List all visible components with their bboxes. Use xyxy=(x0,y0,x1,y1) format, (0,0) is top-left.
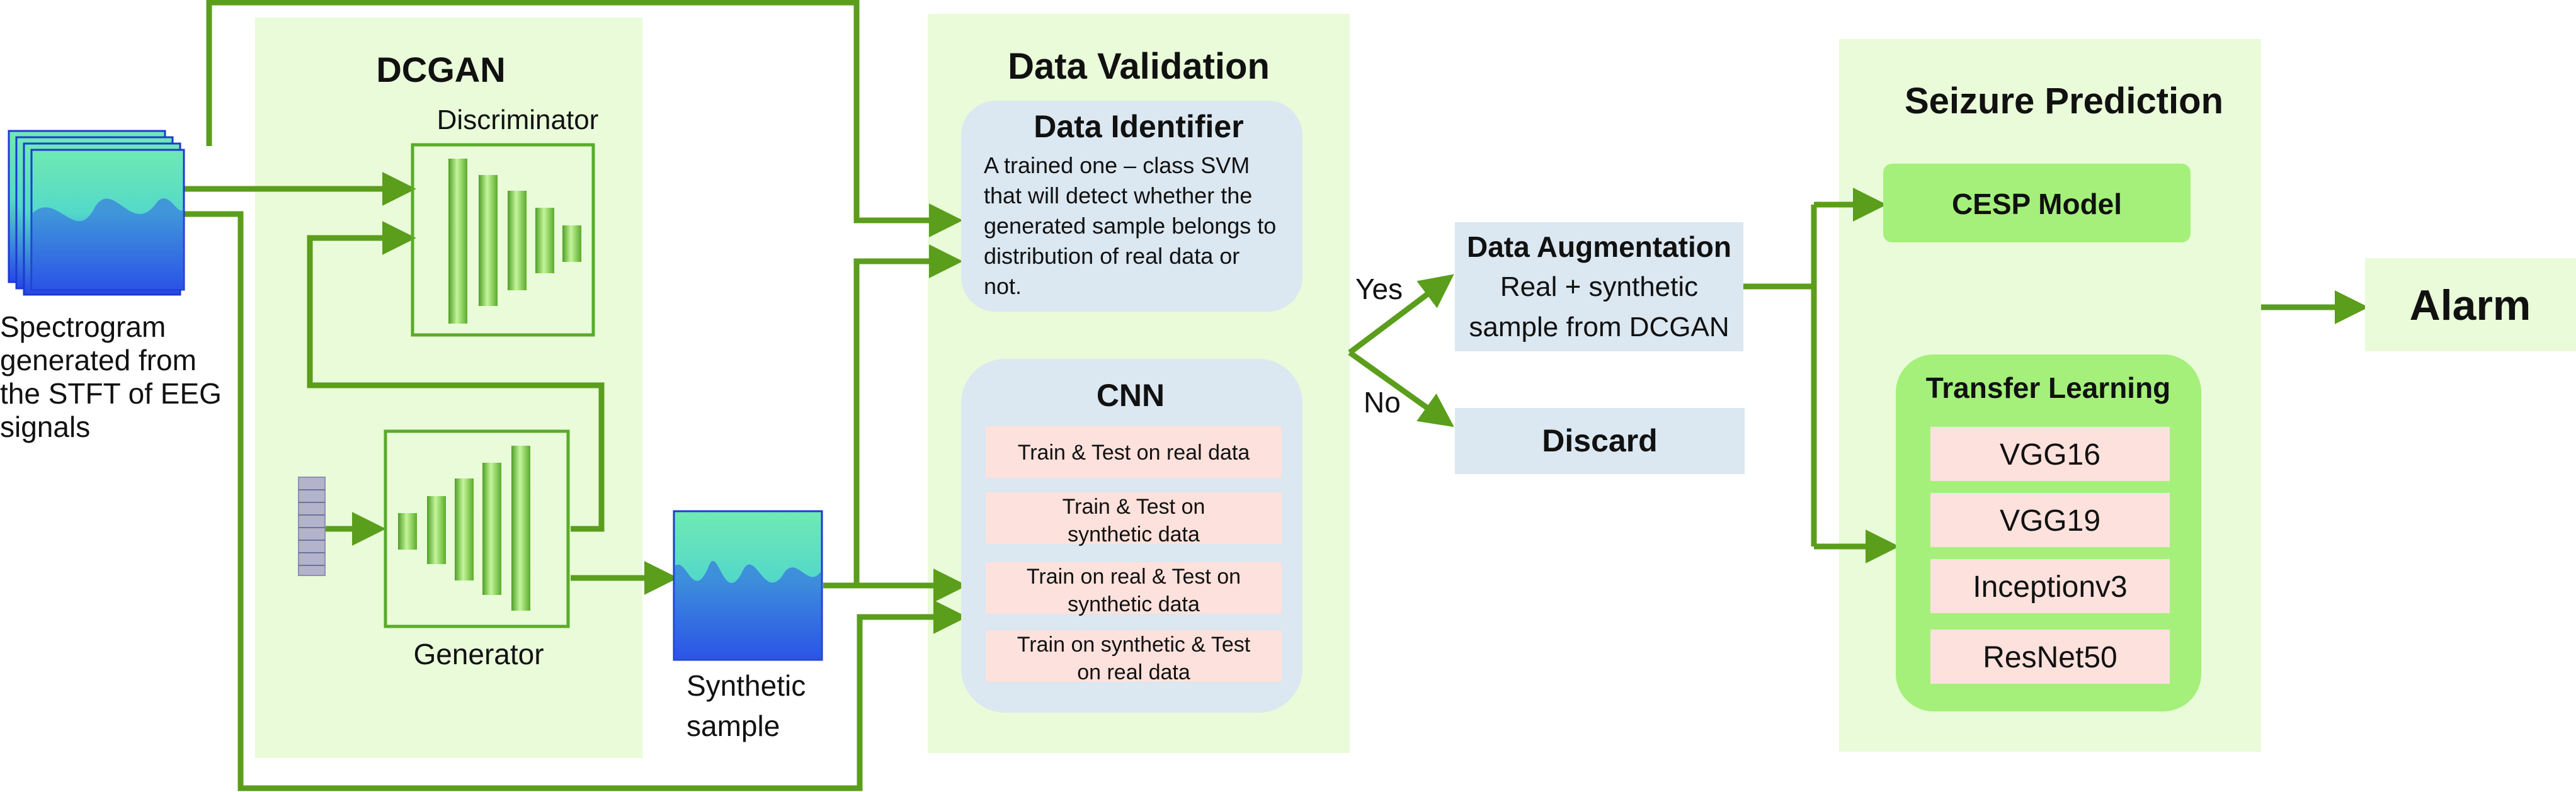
data-identifier-title: Data Identifier xyxy=(1034,109,1243,144)
cnn-test-box xyxy=(986,562,1282,614)
text-line: sample from DCGAN xyxy=(1469,312,1729,342)
cnn-test-box xyxy=(986,630,1282,682)
generator-layer xyxy=(427,496,446,564)
discriminator-layer xyxy=(448,159,467,324)
prediction-title: Seizure Prediction xyxy=(1905,81,2223,122)
cnn-test-label: Train & Test on synthetic data xyxy=(1063,495,1205,546)
generator-layer xyxy=(398,513,417,550)
discriminator-block xyxy=(411,143,595,337)
cesp-model-box xyxy=(1883,164,2191,242)
alarm-box xyxy=(2365,258,2576,351)
text-line: sample xyxy=(687,710,780,742)
model-box-inceptionv3 xyxy=(1930,559,2170,613)
cnn-test-line: synthetic data xyxy=(1068,592,1200,616)
model-label-vgg19: VGG19 xyxy=(2000,504,2100,538)
data-identifier-description: A trained one – class SVM that will detec… xyxy=(984,152,1276,299)
cnn-test-box xyxy=(986,426,1282,478)
text-line: A trained one – class SVM xyxy=(984,152,1250,178)
model-box-vgg16 xyxy=(1930,427,2170,481)
transfer-learning-title: Transfer Learning xyxy=(1926,371,2171,404)
text-line: generated sample belongs to xyxy=(984,213,1276,239)
text-line: the STFT of EEG xyxy=(0,377,222,410)
text-line: distribution of real data or xyxy=(984,243,1240,269)
text-line: generated from xyxy=(0,344,197,376)
model-label-resnet50: ResNet50 xyxy=(1983,641,2117,674)
model-box-resnet50 xyxy=(1930,630,2170,684)
cnn-test-line: synthetic data xyxy=(1068,523,1200,546)
cnn-test-line: Train & Test on real data xyxy=(1018,441,1250,465)
yes-label: Yes xyxy=(1355,273,1403,305)
data-augmentation-box xyxy=(1455,222,1743,351)
noise-vector-icon xyxy=(298,477,326,576)
generator-label: Generator xyxy=(413,638,544,670)
generator-layer xyxy=(482,463,501,595)
generator-layer xyxy=(511,446,530,611)
cesp-model-label: CESP Model xyxy=(1952,188,2122,220)
text-line: Real + synthetic xyxy=(1500,271,1698,302)
discriminator-label: Discriminator xyxy=(437,105,599,135)
arrow-generator-feedback xyxy=(307,221,605,532)
connectors xyxy=(184,0,2369,791)
discard-box xyxy=(1455,408,1745,474)
no-label: No xyxy=(1364,386,1401,419)
discriminator-layer xyxy=(535,208,554,273)
spectrogram-stack-icon xyxy=(8,130,185,296)
arrow-to-cesp xyxy=(1811,205,1880,546)
model-box-vgg19 xyxy=(1930,493,2170,547)
model-label-vgg16: VGG16 xyxy=(2000,438,2100,472)
cnn-test-line: Train on real & Test on xyxy=(1027,565,1241,589)
text-line: signals xyxy=(0,410,90,443)
arrow-yes xyxy=(1348,274,1454,355)
synthetic-caption: Synthetic sample xyxy=(687,669,806,742)
generator-layer xyxy=(455,478,474,580)
synthetic-spectrogram-icon xyxy=(673,510,823,661)
cnn-test-label: Train on real & Test on synthetic data xyxy=(1027,565,1241,616)
arrow-input-to-cnn xyxy=(184,211,967,791)
validation-title: Data Validation xyxy=(1008,46,1270,87)
discriminator-layer xyxy=(562,225,581,262)
cnn-title: CNN xyxy=(1097,378,1165,413)
cnn-test-line: on real data xyxy=(1077,660,1190,684)
discard-label: Discard xyxy=(1542,423,1657,458)
text-line: that will detect whether the xyxy=(984,183,1252,208)
data-identifier-box xyxy=(961,101,1302,312)
text-line: not. xyxy=(984,273,1022,299)
data-augmentation-description: Real + synthetic sample from DCGAN xyxy=(1469,271,1729,342)
text-line: Spectrogram xyxy=(0,310,166,343)
alarm-label: Alarm xyxy=(2410,281,2531,329)
cnn-test-box xyxy=(986,492,1282,544)
dcgan-title: DCGAN xyxy=(376,50,505,89)
cnn-test-label: Train & Test on real data xyxy=(1018,441,1250,465)
arrow-no xyxy=(1348,350,1454,427)
cnn-test-label: Train on synthetic & Test on real data xyxy=(1017,633,1251,684)
cnn-test-line: Train on synthetic & Test xyxy=(1017,633,1251,657)
generator-block xyxy=(384,429,570,628)
model-label-inceptionv3: Inceptionv3 xyxy=(1973,570,2128,604)
arrow-synthetic-to-identifier xyxy=(853,244,963,586)
text-line: Synthetic xyxy=(687,669,806,702)
cnn-test-line: Train & Test on xyxy=(1063,495,1205,519)
discriminator-layer xyxy=(479,175,498,306)
discriminator-layer xyxy=(508,191,527,290)
arrow-input-to-identifier xyxy=(206,0,963,237)
data-augmentation-title: Data Augmentation xyxy=(1467,230,1731,263)
